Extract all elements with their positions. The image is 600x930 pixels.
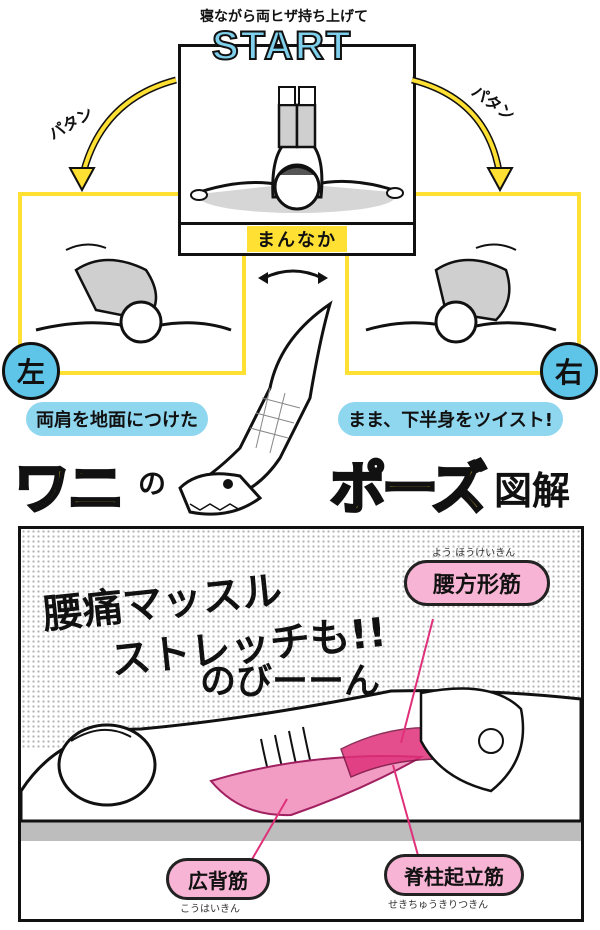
- double-arrow-icon: [258, 269, 328, 284]
- caption-right: まま、下半身をツイスト!: [338, 402, 563, 436]
- muscle-label-quadratus: 腰方形筋: [404, 560, 550, 606]
- caption-left: 両肩を地面につけた: [26, 402, 208, 436]
- label-3-reading: せきちゅうきりつきん: [388, 900, 489, 911]
- center-figure-illustration: [190, 86, 404, 213]
- label-2-reading: こうはいきん: [180, 904, 240, 915]
- instruction-text: 寝ながら両ヒザ持ち上げて: [200, 9, 368, 25]
- title-zukai: 図解: [494, 469, 571, 513]
- left-yellow-frame: [18, 192, 246, 375]
- center-label-bar: まんなか: [181, 222, 413, 253]
- right-twist-illustration: [365, 243, 557, 344]
- crocodile-illustration: [178, 300, 333, 516]
- right-badge: 右: [540, 342, 598, 400]
- right-yellow-frame: [345, 192, 581, 375]
- title-wani: ワニ: [13, 456, 126, 524]
- label-1-reading: よう ほうけいきん: [432, 548, 516, 559]
- muscle-label-erector: 脊柱起立筋: [384, 854, 524, 896]
- start-title: START: [211, 23, 353, 69]
- stretch-text: のびーーん: [200, 661, 381, 702]
- muscle-label-latissimus: 広背筋: [166, 858, 270, 900]
- title-pose: ポーズ: [328, 456, 488, 524]
- title-no: の: [138, 467, 167, 500]
- start-panel: まんなか: [178, 44, 416, 256]
- center-label: まんなか: [247, 226, 347, 252]
- left-badge: 左: [2, 342, 60, 400]
- reclining-body-illustration: [21, 618, 581, 862]
- flip-arrows: [68, 76, 514, 193]
- left-twist-illustration: [35, 243, 232, 344]
